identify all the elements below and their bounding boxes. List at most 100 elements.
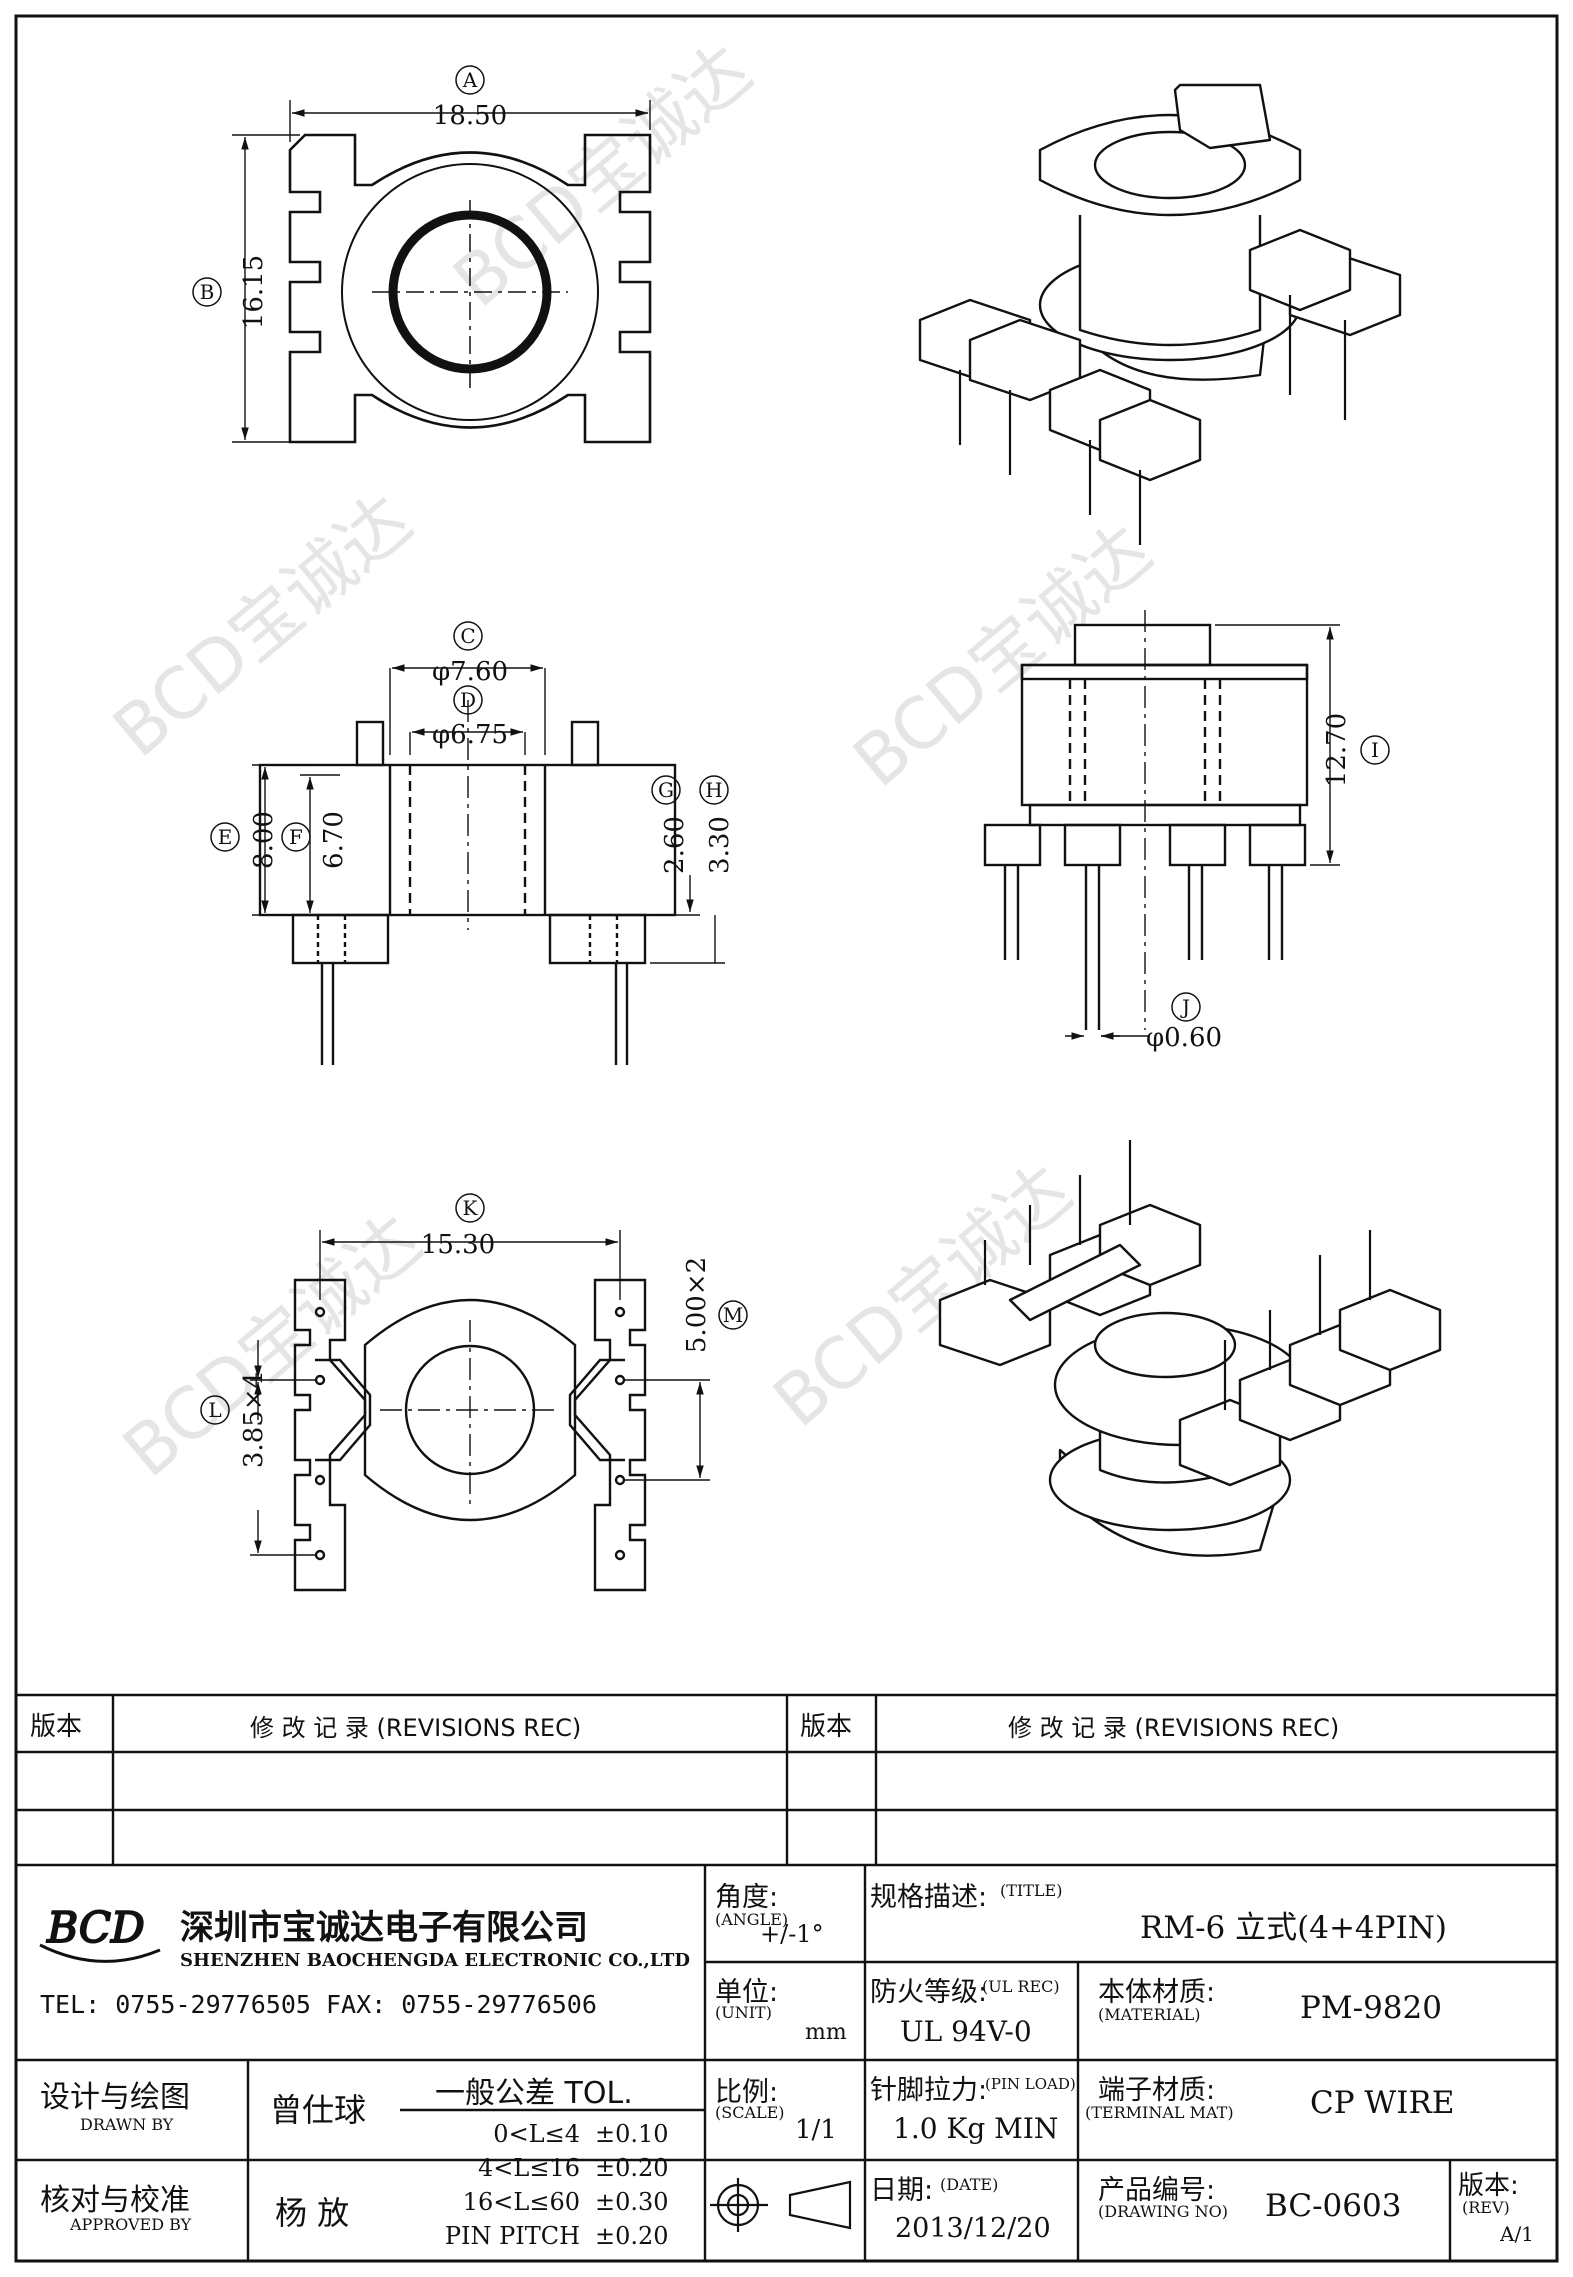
dim-I-balloon xyxy=(1360,735,1390,765)
drawn-label: 设计与绘图 xyxy=(40,2080,190,2115)
scale-label: 比例: xyxy=(715,2077,779,2108)
date-value: 2013/12/20 xyxy=(895,2213,1051,2244)
bottom-view xyxy=(293,1278,647,1592)
drawing-no-value: BC-0603 xyxy=(1265,2188,1402,2224)
title-label: 规格描述: xyxy=(870,1882,988,1913)
tol-range: 4<L≤16 xyxy=(478,2154,580,2182)
iso-view-bottom-pins xyxy=(983,1140,1372,1410)
rev-value: A/1 xyxy=(1500,2222,1534,2246)
rev-header-record-right: 修 改 记 录 (REVISIONS REC) xyxy=(1008,1714,1340,1742)
tol-row: PIN PITCH ±0.20 xyxy=(405,2222,705,2254)
dim-D-balloon xyxy=(453,685,483,715)
angle-value: +/-1° xyxy=(760,1920,824,1948)
scale-value: 1/1 xyxy=(795,2115,837,2145)
dim-B-value: 16.15 xyxy=(239,255,269,329)
dim-L-tag: L xyxy=(208,1398,221,1422)
side-view xyxy=(983,610,1309,1030)
dim-F-value: 6.70 xyxy=(319,811,349,869)
dim-M-balloon xyxy=(718,1300,748,1330)
tol-value: ±0.30 xyxy=(595,2188,669,2216)
tol-value: ±0.20 xyxy=(595,2222,669,2250)
dim-lines-bottom xyxy=(250,1230,710,1556)
drawn-label-en: DRAWN BY xyxy=(80,2115,174,2134)
terminal-label: 端子材质: xyxy=(1098,2075,1216,2106)
tol-value: ±0.10 xyxy=(595,2120,669,2148)
dim-J-tag: J xyxy=(1180,995,1190,1019)
rev-header-record-left: 修 改 记 录 (REVISIONS REC) xyxy=(250,1714,582,1742)
rev-header-version-left: 版本 xyxy=(30,1712,83,1742)
dim-K-balloon xyxy=(455,1193,485,1223)
material-label-en: (MATERIAL) xyxy=(1098,2005,1201,2024)
approved-label: 核对与校准 xyxy=(40,2183,190,2218)
iso-view-bottom xyxy=(938,1203,1442,1557)
dim-J-value: φ0.60 xyxy=(1146,1023,1222,1053)
tol-value: ±0.20 xyxy=(595,2154,669,2182)
outer-frame xyxy=(14,14,1559,2263)
dim-F-tag: F xyxy=(289,825,303,849)
rev-header-version-right: 版本 xyxy=(800,1712,853,1742)
dim-lines-top xyxy=(232,100,651,443)
front-view xyxy=(258,700,677,1065)
dim-B-balloon xyxy=(192,277,222,307)
unit-label-en: (UNIT) xyxy=(715,2003,772,2022)
tol-range: 0<L≤4 xyxy=(493,2120,580,2148)
dim-F-balloon xyxy=(281,822,311,852)
dim-L-value: 3.85×4 xyxy=(239,1372,269,1468)
pin-load-value: 1.0 Kg MIN xyxy=(893,2112,1059,2145)
dim-G-tag: G xyxy=(658,778,674,802)
title-label-en: (TITLE) xyxy=(1000,1881,1063,1900)
terminal-value: CP WIRE xyxy=(1310,2085,1455,2121)
material-label: 本体材质: xyxy=(1098,1977,1216,2008)
company-logo: BCD xyxy=(39,1902,161,1963)
dim-A-tag: A xyxy=(462,68,478,92)
pin-load-label: 针脚拉力: xyxy=(870,2075,988,2106)
watermark-text: BCD宝诚达 xyxy=(838,509,1166,803)
ul-value: UL 94V-0 xyxy=(900,2015,1032,2048)
ul-label: 防火等级: xyxy=(870,1977,988,2008)
dim-D-value: φ6.75 xyxy=(432,720,508,750)
dim-D-tag: D xyxy=(460,688,476,712)
dim-lines-side xyxy=(1065,624,1340,1040)
tol-row: 4<L≤16 ±0.20 xyxy=(405,2154,705,2186)
dim-H-balloon xyxy=(699,775,729,805)
rev-label-en: (REV) xyxy=(1462,2198,1510,2217)
dim-I-tag: I xyxy=(1371,738,1379,762)
logo-text: BCD xyxy=(46,1903,144,1952)
company-name-en: SHENZHEN BAOCHENGDA ELECTRONIC CO.,LTD xyxy=(180,1950,690,1971)
approved-value: 杨 放 xyxy=(275,2194,350,2232)
top-view-outline xyxy=(288,133,652,444)
tol-label: 一般公差 TOL. xyxy=(435,2076,633,2111)
dim-M-value: 5.00×2 xyxy=(682,1257,712,1353)
dim-C-value: φ7.60 xyxy=(432,657,508,687)
dim-I-value: 12.70 xyxy=(1322,713,1352,787)
dim-G-balloon xyxy=(651,775,681,805)
date-label: 日期: xyxy=(870,2175,934,2206)
dim-G-value: 2.60 xyxy=(660,816,690,874)
dim-A-value: 18.50 xyxy=(433,101,507,131)
dim-M-tag: M xyxy=(723,1303,743,1327)
dim-H-value: 3.30 xyxy=(705,816,735,874)
projection-symbol-icon xyxy=(710,2178,852,2232)
terminal-label-en: (TERMINAL MAT) xyxy=(1085,2103,1234,2122)
date-label-en: (DATE) xyxy=(940,2175,999,2194)
scale-label-en: (SCALE) xyxy=(715,2103,785,2122)
dim-K-value: 15.30 xyxy=(421,1230,495,1260)
dim-B-tag: B xyxy=(200,280,215,304)
watermark-layer: BCD宝诚达 BCD宝诚达 BCD宝诚达 BCD宝诚达 BCD宝诚达 xyxy=(98,29,1166,1493)
angle-label-en: (ANGLE) xyxy=(715,1910,789,1929)
tol-range: 16<L≤60 xyxy=(462,2188,580,2216)
iso-view-top-pins xyxy=(958,295,1347,545)
tol-range: PIN PITCH xyxy=(444,2222,580,2250)
dim-lines-front xyxy=(252,664,725,964)
drawing-no-label: 产品编号: xyxy=(1098,2175,1216,2206)
angle-label: 角度: xyxy=(715,1882,779,1913)
drawn-value: 曾仕球 xyxy=(270,2091,367,2129)
dim-A-balloon xyxy=(455,65,485,95)
dim-E-value: 8.00 xyxy=(249,811,279,869)
watermark-text: BCD宝诚达 xyxy=(108,1199,436,1493)
watermark-text: BCD宝诚达 xyxy=(98,479,426,773)
pin-load-label-en: (PIN LOAD) xyxy=(985,2075,1076,2093)
material-value: PM-9820 xyxy=(1300,1990,1442,2026)
ul-label-en: (UL REC) xyxy=(982,1977,1060,1996)
